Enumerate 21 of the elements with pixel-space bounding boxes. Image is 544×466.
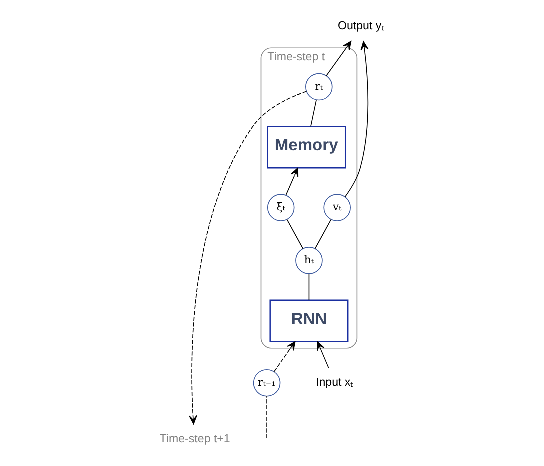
arrow [317,341,330,368]
node-box: Memory [267,126,346,169]
node-circle: hₜ [296,247,323,274]
connector [314,219,332,250]
arrow [344,41,369,198]
node-circle: vₜ [324,194,351,222]
node-box: RNN [270,300,349,342]
connector [266,396,268,439]
arrow [189,91,308,425]
connector [308,274,310,301]
connector [286,219,304,250]
arrow [274,341,296,372]
node-circle: rₜ₋₁ [253,369,281,397]
node-circle: ξₜ [267,194,295,222]
arrow [326,41,352,76]
node-text: Output yₜ [338,20,385,33]
node-text: Time-step t+1 [160,433,230,446]
node-circle: rₜ [306,73,333,101]
connector [310,100,317,128]
node-text: Input xₜ [316,377,354,390]
arrow [286,168,299,196]
